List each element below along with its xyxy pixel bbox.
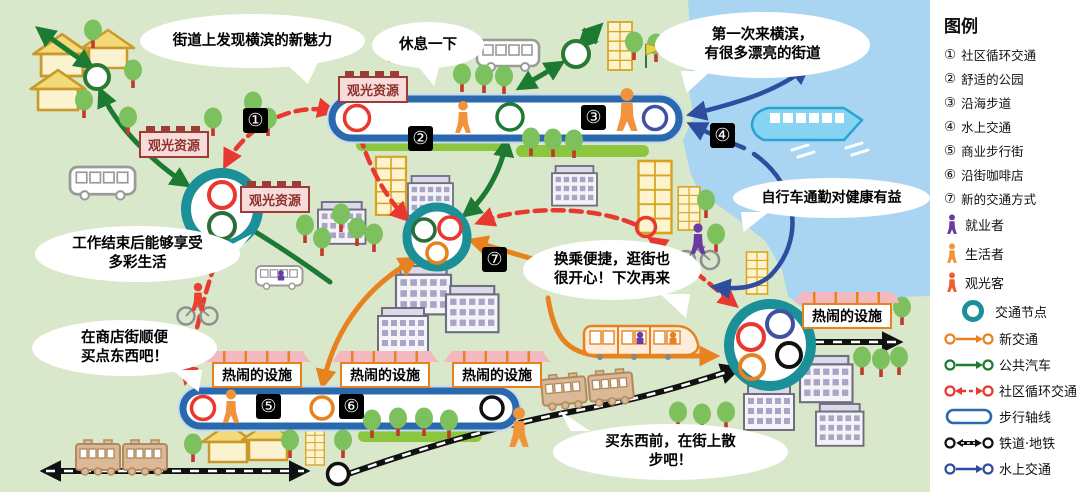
walk-axis-icon — [945, 408, 993, 425]
bubble-text: 街道上发现横滨的新魅力 — [172, 32, 333, 49]
legend-water-transit: 水上交通 — [944, 459, 1074, 478]
lively-facility-label: 热闹的设施 — [452, 362, 542, 388]
bubble-text: 多彩生活 — [108, 255, 167, 271]
badge-1: ① — [243, 108, 268, 133]
bubble-text: 第一次来横滨， — [711, 27, 814, 44]
badge-5: ⑤ — [256, 394, 281, 419]
loop-stop-node — [634, 215, 658, 239]
tram-new-transit — [582, 324, 700, 360]
legend-new-transit: 新交通 — [944, 329, 1074, 348]
badge-4: ④ — [710, 123, 735, 148]
badge-3: ③ — [581, 105, 606, 130]
bubble-text: 换乘便捷，逛街也 — [554, 252, 670, 269]
transit-node-icon — [962, 300, 984, 322]
badge-6: ⑥ — [339, 394, 364, 419]
legend-title: 图例 — [944, 17, 978, 37]
bubble-text: 休息一下 — [399, 36, 457, 53]
sightseeing-resource-label: 观光资源 — [139, 126, 210, 158]
legend-tourist: 观光客 — [944, 271, 1074, 293]
lively-facility-label: 热闹的设施 — [802, 303, 892, 329]
bubble-text: 买点东西吧！ — [81, 349, 168, 365]
legend-bus: 公共汽车 — [944, 355, 1074, 374]
water-transit-line-icon — [944, 462, 994, 475]
resident-person-icon — [947, 243, 957, 263]
bus-left-small — [255, 265, 304, 291]
badge-2: ② — [408, 126, 433, 151]
lively-facility-label: 热闹的设施 — [340, 362, 430, 388]
ferry-boat-icon — [750, 106, 864, 142]
guide-flag-icon — [645, 43, 665, 68]
bus-line-icon — [944, 358, 994, 371]
wake-marks — [790, 141, 870, 159]
bubble-text: 步吧！ — [648, 453, 693, 469]
speech-bubble-shopping-street: 在商店街顺便 买点东西吧！ — [32, 320, 217, 392]
transit-node-center — [402, 202, 472, 272]
worker-person-icon — [947, 214, 957, 234]
bubble-text: 在商店街顺便 — [81, 330, 168, 347]
speech-bubble-rest: 休息一下 — [372, 22, 484, 86]
bubble-text: 工作结束后能够享受 — [72, 236, 203, 253]
legend-rail: 铁道·地铁 — [944, 433, 1074, 452]
lively-facility-label: 热闹的设施 — [212, 362, 302, 388]
bus-stop-node-topcenter — [561, 39, 591, 69]
sightseeing-resource-label: 观光资源 — [240, 181, 311, 213]
bubble-text: 自行车通勤对健康有益 — [761, 189, 902, 206]
speech-bubble-bike-commute: 自行车通勤对健康有益 — [733, 178, 930, 232]
legend-community-loop: 社区循环交通 — [944, 381, 1077, 400]
new-transit-line-icon — [944, 332, 994, 345]
rail-station-node — [325, 461, 351, 487]
bus-stop-node-topleft — [83, 63, 111, 91]
community-loop-line-icon — [944, 384, 994, 397]
speech-bubble-first-visit: 第一次来横滨， 有很多漂亮的街道 — [655, 12, 870, 93]
transit-node-right — [724, 299, 816, 391]
legend-node: 交通节点 — [944, 300, 1074, 322]
speech-bubble-after-work: 工作结束后能够享受 多彩生活 — [35, 226, 252, 282]
bubble-text: 买东西前，在街上散 — [605, 434, 736, 451]
rail-line-icon — [944, 436, 994, 449]
speech-bubble-discover: 街道上发现横滨的新魅力 — [140, 14, 365, 84]
tourist-person-icon — [947, 272, 957, 292]
cyclist-tourist — [176, 282, 219, 326]
bus-top-left — [68, 165, 137, 201]
sightseeing-resource-label: 观光资源 — [338, 71, 409, 103]
legend-worker: 就业者 — [944, 213, 1074, 235]
legend-resident: 生活者 — [944, 242, 1074, 264]
speech-bubble-transfer: 换乘便捷，逛街也 很开心！下次再来 — [523, 240, 701, 318]
legend-walk-axis: 步行轴线 — [944, 407, 1074, 426]
speech-bubble-stroll: 买东西前，在街上散 步吧！ — [553, 411, 788, 480]
bubble-text: 很开心！下次再来 — [554, 271, 670, 287]
badge-7: ⑦ — [482, 247, 507, 272]
bubble-text: 有很多漂亮的街道 — [704, 46, 821, 62]
